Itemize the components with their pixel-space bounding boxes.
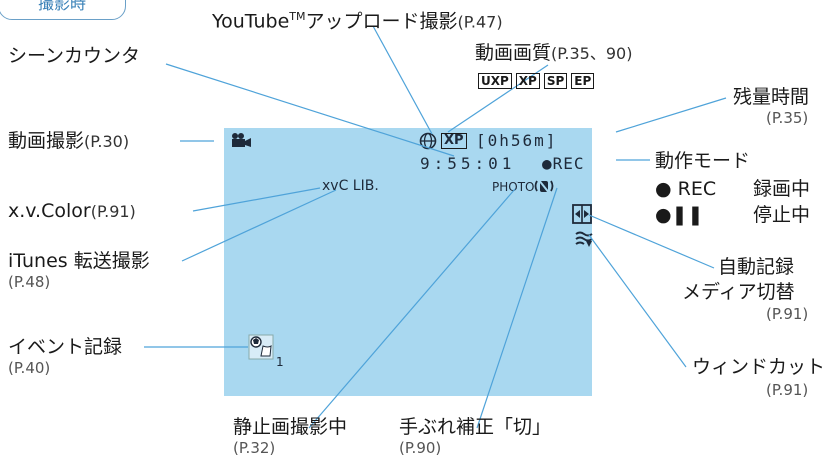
label-youtube: YouTubeTMアップロード撮影(P.47) bbox=[212, 6, 503, 32]
label-itunes-ref: (P.48) bbox=[8, 273, 51, 291]
camera-screen: XP [0h56m] 9:55:01 ●REC xvC LIB. PHOTO 1 bbox=[224, 128, 593, 396]
label-itunes: iTunes 転送撮影 bbox=[8, 250, 150, 272]
quality-option-ep: EP bbox=[571, 73, 595, 89]
event-icon bbox=[248, 334, 278, 366]
label-still-shooting-ref: (P.32) bbox=[233, 439, 276, 457]
label-stabilizer-ref: (P.90) bbox=[399, 439, 442, 457]
scene-counter: 9:55:01 bbox=[420, 154, 516, 173]
label-youtube-ref: (P.47) bbox=[457, 12, 503, 32]
label-xvcolor-text: x.v.Color bbox=[8, 200, 91, 222]
label-pause-mark: ●❚❚ bbox=[655, 204, 704, 226]
quality-option-xp: XP bbox=[515, 73, 540, 89]
youtube-upload-icon bbox=[419, 132, 437, 154]
label-auto-record-ref: (P.91) bbox=[766, 305, 809, 323]
label-quality-text: 動画画質 bbox=[475, 42, 552, 64]
stabilizer-off-icon bbox=[534, 178, 554, 199]
media-switch-icon bbox=[572, 204, 592, 228]
label-still-shooting: 静止画撮影中 bbox=[233, 416, 348, 438]
label-operation-mode: 動作モード bbox=[655, 150, 751, 172]
remaining-time: [0h56m] bbox=[476, 131, 558, 150]
label-stabilizer: 手ぶれ補正「切」 bbox=[399, 416, 552, 438]
event-number: 1 bbox=[276, 355, 284, 369]
label-youtube-tm: TM bbox=[289, 10, 306, 23]
quality-option-sp: SP bbox=[543, 73, 568, 89]
label-quality-ref: (P.35、90) bbox=[551, 44, 633, 63]
quality-option-uxp: UXP bbox=[478, 73, 512, 89]
label-youtube-rest: アップロード撮影 bbox=[305, 10, 458, 33]
xvcolor-indicator: xvC LIB. bbox=[322, 178, 379, 194]
label-rec-text: 録画中 bbox=[753, 178, 811, 200]
label-wind-cut-ref: (P.91) bbox=[766, 381, 809, 399]
label-auto-record-2: メディア切替 bbox=[682, 281, 795, 303]
photo-indicator: PHOTO bbox=[492, 180, 535, 194]
label-remaining-ref: (P.35) bbox=[766, 109, 809, 127]
label-event: イベント記録 bbox=[8, 336, 123, 358]
label-xvcolor: x.v.Color(P.91) bbox=[8, 200, 136, 222]
video-camera-icon bbox=[230, 132, 252, 152]
rec-status: ●REC bbox=[542, 154, 585, 173]
label-auto-record-1: 自動記録 bbox=[718, 256, 795, 278]
quality-indicator: XP bbox=[441, 133, 467, 149]
label-remaining: 残量時間 bbox=[733, 86, 810, 108]
label-video-shooting: 動画撮影(P.30) bbox=[8, 130, 129, 152]
label-video-shooting-ref: (P.30) bbox=[84, 132, 130, 151]
label-wind-cut: ウィンドカット bbox=[692, 356, 826, 378]
label-quality: 動画画質(P.35、90) bbox=[475, 42, 632, 64]
label-xvcolor-ref: (P.91) bbox=[90, 202, 136, 221]
label-youtube-text: YouTube bbox=[212, 10, 290, 33]
label-pause-text: 停止中 bbox=[753, 204, 811, 226]
label-rec-mark: ● REC bbox=[655, 178, 717, 200]
label-event-ref: (P.40) bbox=[8, 359, 51, 377]
label-video-shooting-text: 動画撮影 bbox=[8, 130, 85, 152]
label-scene-counter: シーンカウンタ bbox=[8, 45, 141, 67]
